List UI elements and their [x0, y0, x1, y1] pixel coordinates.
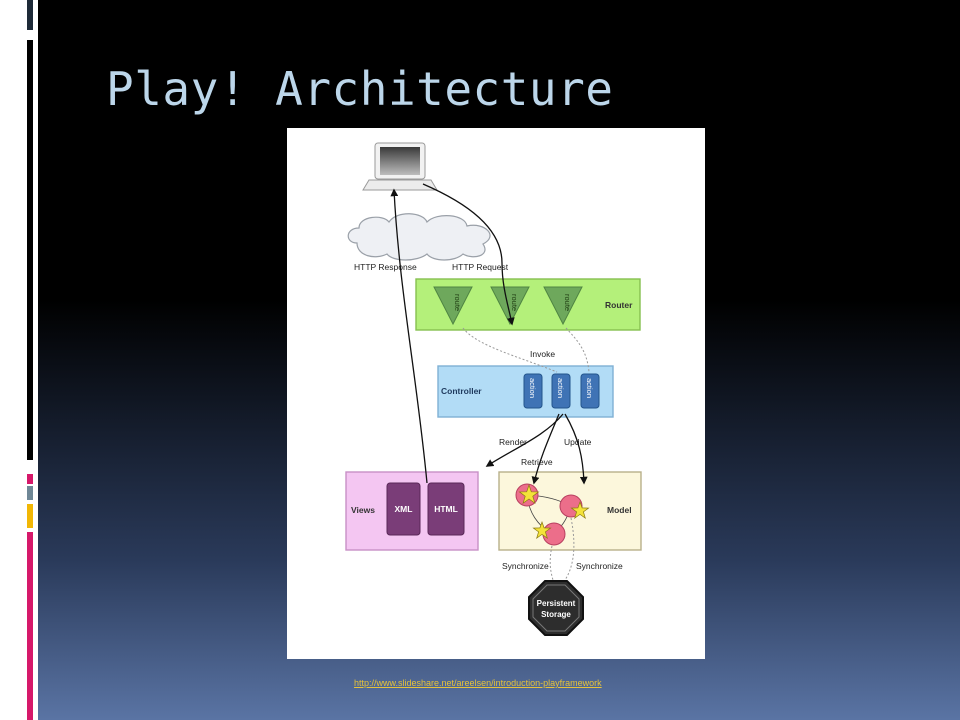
- label-render: Render: [499, 437, 527, 447]
- svg-text:XML: XML: [395, 504, 413, 514]
- label-synchronize-left: Synchronize: [502, 561, 549, 571]
- cloud-icon: [347, 213, 491, 261]
- star-icon: [532, 520, 552, 539]
- decor-bar: [27, 474, 33, 484]
- source-link[interactable]: http://www.slideshare.net/areelsen/intro…: [354, 678, 602, 688]
- action-box: action: [523, 373, 543, 409]
- label-retrieve: Retrieve: [521, 457, 553, 467]
- controller-layer: Controller action action action: [437, 365, 614, 418]
- persistent-storage: Persistent Storage: [528, 580, 584, 636]
- xml-box: [386, 482, 421, 536]
- label-invoke: Invoke: [530, 349, 555, 359]
- views-layer: Views XML HTML: [345, 471, 479, 551]
- router-layer: route route route Router: [415, 278, 641, 331]
- label-synchronize-right: Synchronize: [576, 561, 623, 571]
- route-box: route: [433, 286, 473, 326]
- architecture-diagram: HTTP Response HTTP Request route route r…: [287, 128, 705, 659]
- decor-bar: [27, 0, 33, 30]
- svg-text:action: action: [528, 378, 537, 398]
- route-box: route: [543, 286, 583, 326]
- model-layer: Model: [498, 471, 642, 551]
- svg-text:route: route: [510, 294, 519, 311]
- label-views: Views: [351, 505, 375, 515]
- decor-bar: [27, 486, 33, 500]
- svg-text:HTML: HTML: [434, 504, 458, 514]
- dotted-connections: [462, 327, 590, 581]
- svg-text:Persistent: Persistent: [537, 599, 576, 608]
- svg-text:route: route: [563, 294, 572, 311]
- svg-text:Storage: Storage: [541, 610, 571, 619]
- action-box: action: [580, 373, 600, 409]
- label-http-request: HTTP Request: [452, 262, 509, 272]
- label-http-response: HTTP Response: [354, 262, 417, 272]
- route-box: route: [490, 286, 530, 326]
- svg-text:action: action: [585, 378, 594, 398]
- label-model: Model: [607, 505, 632, 515]
- label-controller: Controller: [441, 386, 482, 396]
- slide-title: Play! Architecture: [106, 62, 614, 116]
- decor-bar: [27, 504, 33, 528]
- decor-bar: [27, 40, 33, 460]
- star-icon: [570, 500, 590, 519]
- svg-text:route: route: [453, 294, 462, 311]
- label-router: Router: [605, 300, 633, 310]
- svg-text:action: action: [556, 378, 565, 398]
- decor-bar: [27, 532, 33, 720]
- html-box: [427, 482, 465, 536]
- laptop-icon: [362, 142, 438, 191]
- flow-arrows: [390, 183, 588, 485]
- star-icon: [518, 483, 540, 504]
- action-box: action: [551, 373, 571, 409]
